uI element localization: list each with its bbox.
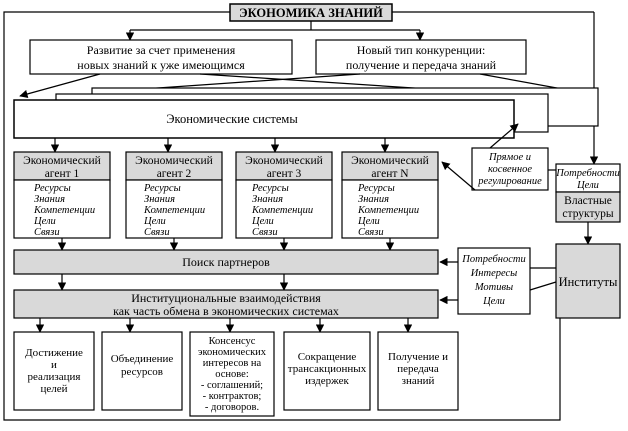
- regulation-line-1: Прямое и: [488, 152, 531, 163]
- agent-3-attr-3: Компетенции: [251, 205, 313, 216]
- outcome-knowledge-transfer: Получение и передача знаний: [377, 331, 459, 411]
- top-box-competition-line-1: Новый тип конкуренции:: [357, 43, 486, 57]
- institutions-label: Институты: [559, 275, 618, 289]
- agent-n-title-line-2: агент N: [371, 168, 409, 180]
- agent-1-attr-4: Цели: [33, 216, 56, 227]
- agent-2-title-line-2: агент 2: [157, 168, 192, 180]
- outcome-3-line-1: Консенсус: [209, 336, 256, 347]
- outcome-4-line-2: трансакционных: [288, 363, 367, 375]
- agent-1-title-line-2: агент 1: [45, 168, 80, 180]
- search-to-interactions-arrows: [57, 274, 289, 291]
- agent-3-attr-1: Ресурсы: [251, 183, 289, 194]
- motive-2: Интересы: [470, 268, 518, 279]
- agent-n-title-line-1: Экономический: [351, 155, 429, 167]
- outcome-3-line-4: основе:: [215, 369, 249, 380]
- title-arrows: [125, 21, 425, 41]
- diagram-title: ЭКОНОМИКА ЗНАНИЙ: [239, 6, 383, 20]
- outcome-1-line-2: и: [51, 359, 57, 371]
- partner-search: Поиск партнеров: [13, 249, 439, 275]
- power-label-line-2: структуры: [562, 208, 613, 220]
- institutional-interactions: Институциональные взаимодействия как час…: [13, 289, 439, 319]
- agent-2-title-line-1: Экономический: [135, 155, 213, 167]
- agent-n-attr-5: Связи: [358, 227, 384, 238]
- motive-1: Потребности: [461, 254, 525, 265]
- agent-n: Экономический агент N Ресурсы Знания Ком…: [341, 151, 439, 239]
- agent-3-attr-4: Цели: [251, 216, 274, 227]
- agent-n-attr-1: Ресурсы: [357, 183, 395, 194]
- agent-n-attr-4: Цели: [357, 216, 380, 227]
- outcome-1-line-1: Достижение: [25, 347, 83, 359]
- top-box-development-line-1: Развитие за счет применения: [87, 43, 236, 57]
- agent-2-attr-4: Цели: [143, 216, 166, 227]
- top-box-competition: Новый тип конкуренции: получение и перед…: [315, 39, 527, 75]
- outcome-2-line-1: Объединение: [111, 353, 174, 365]
- outcome-3-line-6: - контрактов;: [203, 391, 262, 402]
- economic-systems-stack: Экономические системы: [13, 87, 599, 139]
- motives-box: Потребности Интересы Мотивы Цели: [457, 247, 531, 315]
- agent-1-title-line-1: Экономический: [23, 155, 101, 167]
- outcome-3-line-5: - соглашений;: [201, 380, 263, 391]
- regulation-line-2: косвенное: [488, 164, 532, 175]
- partner-search-label: Поиск партнеров: [182, 255, 270, 269]
- power-label-line-1: Властные: [564, 195, 612, 207]
- institutions-box: Институты: [555, 243, 621, 319]
- agent-1-attr-1: Ресурсы: [33, 183, 71, 194]
- outcome-consensus: Консенсус экономических интересов на осн…: [189, 331, 275, 417]
- agents-to-search-arrows: [57, 238, 395, 251]
- agent-3-title-line-1: Экономический: [245, 155, 323, 167]
- agent-n-attr-2: Знания: [358, 194, 389, 205]
- agent-3-attr-2: Знания: [252, 194, 283, 205]
- agent-2-attr-1: Ресурсы: [143, 183, 181, 194]
- top-box-development-line-2: новых знаний к уже имеющимся: [77, 58, 245, 72]
- agent-1-attr-3: Компетенции: [33, 205, 95, 216]
- outcome-1-line-3: реализация: [28, 371, 81, 383]
- agent-3: Экономический агент 3 Ресурсы Знания Ком…: [235, 151, 333, 239]
- outcome-4-line-3: издержек: [305, 375, 349, 387]
- agent-3-title-line-2: агент 3: [267, 168, 302, 180]
- outcome-2-line-2: ресурсов: [121, 366, 163, 378]
- outcome-5-line-3: знаний: [402, 375, 435, 387]
- interactions-line-1: Институциональные взаимодействия: [131, 291, 321, 305]
- outcome-5-line-2: передача: [397, 363, 439, 375]
- outcome-1-line-4: целей: [40, 383, 67, 395]
- systems-to-agents-arrows: [50, 138, 390, 153]
- interactions-line-2: как часть обмена в экономических система…: [113, 304, 339, 318]
- motive-3: Мотивы: [474, 282, 513, 293]
- power-needs-line-2: Цели: [576, 180, 599, 191]
- motives-arrows: [439, 257, 557, 305]
- outcome-3-line-3: интересов на: [203, 358, 262, 369]
- title-block: ЭКОНОМИКА ЗНАНИЙ: [229, 3, 393, 22]
- agent-1: Экономический агент 1 Ресурсы Знания Ком…: [13, 151, 111, 239]
- outcome-3-line-2: экономических: [198, 347, 267, 358]
- regulation-box: Прямое и косвенное регулирование: [471, 147, 549, 191]
- agent-2-attr-5: Связи: [144, 227, 170, 238]
- regulation-line-3: регулирование: [477, 176, 542, 187]
- power-structures: Потребности Цели Властные структуры: [555, 163, 621, 223]
- agent-1-attr-2: Знания: [34, 194, 65, 205]
- agent-2: Экономический агент 2 Ресурсы Знания Ком…: [125, 151, 223, 239]
- outcome-4-line-1: Сокращение: [298, 351, 357, 363]
- agent-2-attr-2: Знания: [144, 194, 175, 205]
- top-box-development: Развитие за счет применения новых знаний…: [29, 39, 293, 75]
- outcome-transaction-costs: Сокращение трансакционных издержек: [283, 331, 371, 411]
- power-needs-line-1: Потребности: [555, 168, 619, 179]
- top-box-competition-line-2: получение и передача знаний: [346, 58, 497, 72]
- outcome-resources: Объединение ресурсов: [101, 331, 183, 411]
- interactions-to-outcomes-arrows: [35, 318, 413, 333]
- outcome-goals: Достижение и реализация целей: [13, 331, 95, 411]
- motive-4: Цели: [482, 296, 505, 307]
- agent-3-attr-5: Связи: [252, 227, 278, 238]
- outcome-5-line-1: Получение и: [388, 351, 448, 363]
- agent-1-attr-5: Связи: [34, 227, 60, 238]
- regulation-arrows: [441, 123, 556, 191]
- economic-systems-label: Экономические системы: [166, 112, 298, 126]
- outcome-3-line-7: - договоров.: [205, 402, 259, 413]
- agent-n-attr-3: Компетенции: [357, 205, 419, 216]
- agent-2-attr-3: Компетенции: [143, 205, 205, 216]
